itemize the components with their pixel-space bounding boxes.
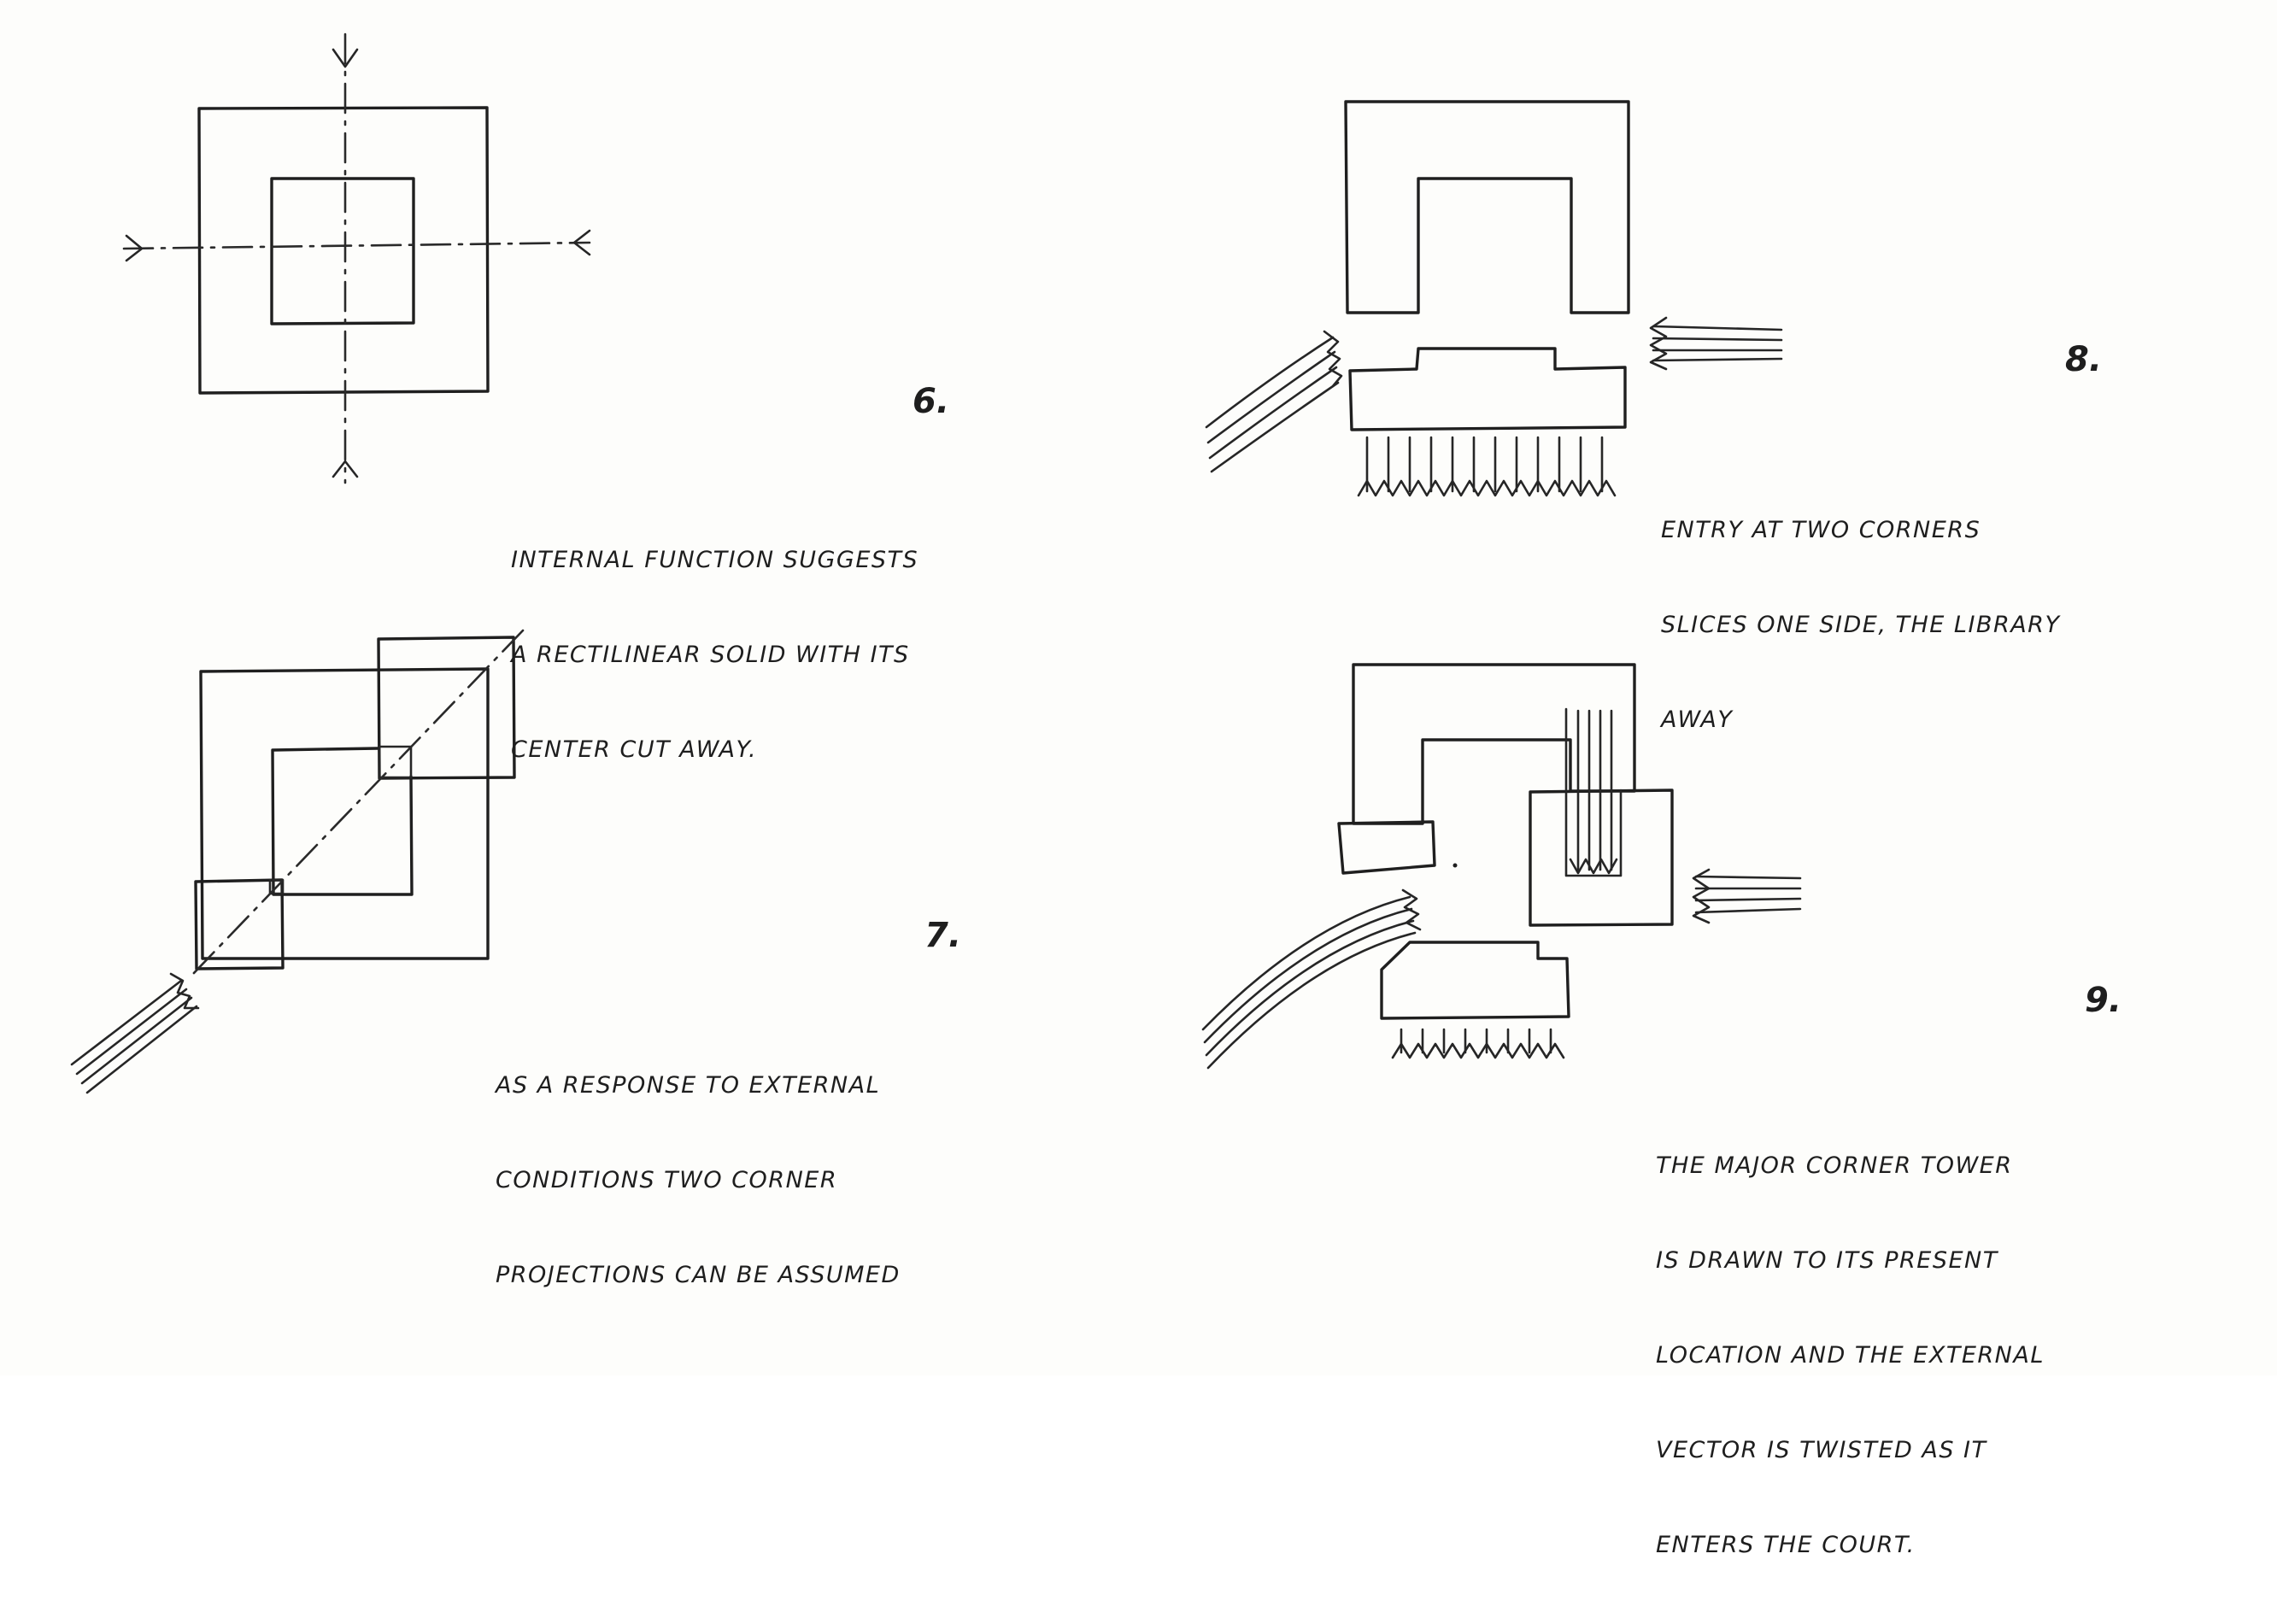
caption-line: AS A RESPONSE TO EXTERNAL [496, 1072, 881, 1099]
diagram-8-caption: ENTRY AT TWO CORNERS SLICES ONE SIDE, TH… [1661, 451, 2060, 799]
u-shaped-block [1352, 663, 1636, 825]
diagram-8 [1205, 100, 1783, 497]
library-block [1348, 347, 1627, 431]
caption-line: VECTOR IS TWISTED AS IT [1656, 1437, 1987, 1463]
caption-line: THE MAJOR CORNER TOWER [1656, 1152, 2013, 1179]
library-block [1380, 941, 1570, 1020]
caption-line: SLICES ONE SIDE, THE LIBRARY [1661, 612, 2061, 638]
caption-line: INTERNAL FUNCTION SUGGESTS [511, 547, 919, 573]
diagram-9-number: 9. [2085, 981, 2122, 1020]
entry-vector-left [1205, 330, 1343, 473]
caption-line: PROJECTIONS CAN BE ASSUMED [496, 1262, 901, 1288]
outer-square [197, 106, 490, 395]
east-block-inner [1564, 707, 1623, 877]
outer-square [199, 667, 490, 960]
dot-mark [1452, 863, 1458, 868]
east-block [1529, 789, 1674, 927]
caption-line: ENTERS THE COURT. [1656, 1532, 1916, 1558]
horizontal-axis [122, 241, 591, 250]
entry-vector-right [1692, 868, 1802, 924]
diagram-7-number: 7. [924, 916, 962, 955]
sketch-sheet: 6. 7. 8. 9. INTERNAL FUNCTION SUGGESTS A… [70, 32, 2122, 1558]
diagram-9 [1201, 663, 1802, 1070]
entry-vector-right [1649, 316, 1783, 371]
small-square-bottom [268, 878, 285, 895]
caption-line: AWAY [1661, 706, 1734, 733]
library-push-arrows [1391, 1028, 1565, 1059]
corner-projection-top [377, 636, 516, 780]
diagram-7 [70, 629, 525, 1094]
small-square-top [378, 745, 413, 779]
caption-line: A RECTILINEAR SOLID WITH ITS [511, 642, 910, 668]
diagram-7-caption: AS A RESPONSE TO EXTERNAL CONDITIONS TWO… [496, 1006, 901, 1354]
arrow-bottom-icon [332, 460, 359, 478]
caption-line: ENTRY AT TWO CORNERS [1661, 517, 1981, 543]
diagram-drawings [70, 32, 1802, 1094]
diagram-6 [122, 32, 591, 484]
diagram-8-number: 8. [2065, 340, 2103, 379]
inner-l-cut [271, 747, 414, 896]
diagram-6-caption: INTERNAL FUNCTION SUGGESTS A RECTILINEAR… [511, 481, 918, 829]
diagram-9-caption: THE MAJOR CORNER TOWER IS DRAWN TO ITS P… [1656, 1087, 2045, 1624]
inner-square [270, 177, 415, 325]
caption-line: LOCATION AND THE EXTERNAL [1656, 1342, 2045, 1369]
arrow-top-icon [332, 48, 359, 68]
east-block-push-arrows [1569, 709, 1618, 875]
library-push-arrows [1357, 436, 1617, 497]
incoming-vector-arrows [70, 972, 200, 1094]
arrow-right-icon [572, 229, 591, 256]
u-shaped-block [1344, 100, 1630, 314]
corner-projection-bottom [194, 878, 285, 970]
twisted-vector-left [1201, 888, 1422, 1070]
diagram-6-number: 6. [913, 382, 950, 421]
caption-line: IS DRAWN TO ITS PRESENT [1656, 1247, 1998, 1274]
caption-line: CONDITIONS TWO CORNER [496, 1167, 838, 1193]
diagonal-axis [191, 629, 525, 976]
caption-line: CENTER CUT AWAY. [511, 736, 758, 763]
arrow-left-icon [125, 234, 144, 262]
corner-tower [1337, 820, 1436, 875]
